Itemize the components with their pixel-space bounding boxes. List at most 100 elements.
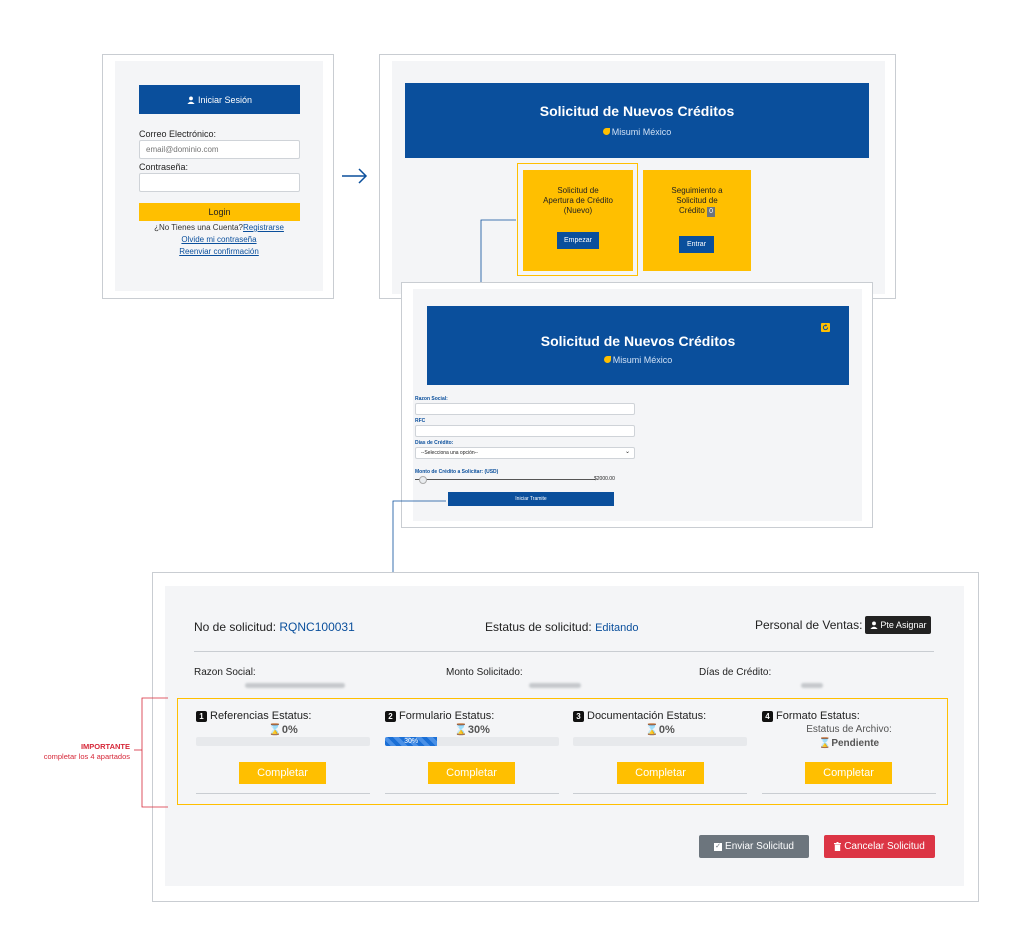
annotation-bracket (134, 697, 168, 808)
percent-value: 0% (281, 724, 298, 736)
percent-value: 30% (467, 724, 490, 736)
form-subtitle: Misumi México (612, 355, 673, 365)
solicitud-status: Estatus de solicitud: Editando (485, 620, 639, 634)
email-label: Correo Electrónico: (139, 129, 217, 139)
solicitud-number: No de solicitud: RQNC100031 (194, 620, 355, 634)
section-referencias-percent: ⌛0% (196, 723, 370, 736)
section-formato-status: ⌛Pendiente (762, 738, 936, 749)
monto-value: $2000.00 (594, 476, 615, 482)
selection-subtitle: Misumi México (611, 127, 672, 137)
password-label: Contraseña: (139, 162, 189, 172)
selection-title: Solicitud de Nuevos Créditos (539, 103, 735, 119)
section-formato-sub: Estatus de Archivo: (806, 724, 892, 735)
cancelar-solicitud-button[interactable]: Cancelar Solicitud (824, 835, 935, 858)
register-link[interactable]: Registrarse (243, 223, 284, 232)
cancelar-solicitud-label: Cancelar Solicitud (844, 841, 925, 852)
entrar-button[interactable]: Entrar (679, 236, 714, 253)
form-title: Solicitud de Nuevos Créditos (540, 333, 736, 349)
email-field[interactable] (139, 140, 300, 159)
dias-credito-selected: --Selecciona una opción-- (421, 450, 478, 456)
iniciar-tramite-button[interactable]: Iniciar Tramite (448, 492, 614, 506)
no-account-text: ¿No Tienes una Cuenta? (154, 223, 244, 232)
user-icon (187, 95, 195, 104)
completar-formulario-button[interactable]: Completar (428, 762, 515, 784)
flow-arrow-icon (342, 168, 368, 184)
progress-bar: 30% (385, 737, 559, 746)
important-annotation: IMPORTANTE completar los 4 apartados (18, 742, 130, 762)
divider (573, 793, 747, 794)
sales-person-label: Personal de Ventas: (755, 618, 863, 632)
apertura-card[interactable]: Solicitud de Apertura de Crédito (Nuevo)… (523, 170, 633, 271)
trash-icon (834, 842, 842, 851)
solicitud-number-value: RQNC100031 (279, 620, 355, 634)
status-panel: No de solicitud: RQNC100031 Estatus de s… (165, 586, 964, 886)
resend-confirmation-link[interactable]: Reenviar confirmación (179, 247, 259, 256)
section-number-badge: 4 (762, 710, 773, 722)
seguimiento-card-text: Seguimiento a Solicitud de Crédito 0 (663, 186, 731, 217)
section-number-badge: 3 (573, 710, 584, 722)
monto-label: Monto de Crédito a Solicitar: (USD) (415, 469, 499, 475)
status-screen-frame: No de solicitud: RQNC100031 Estatus de s… (152, 572, 979, 902)
dias-credito-label: Días de Crédito: (699, 667, 772, 678)
register-row: ¿No Tienes una Cuenta?Registrarse (127, 223, 311, 232)
percent-value: Pendiente (831, 738, 880, 749)
empezar-button[interactable]: Empezar (557, 232, 599, 249)
sales-person: Personal de Ventas: Pte Asignar (755, 616, 932, 634)
selection-subtitle-row: Misumi México (405, 127, 869, 137)
section-title-text: Formato Estatus: (776, 710, 860, 722)
chevron-down-icon: ⌄ (624, 449, 630, 455)
completar-referencias-button[interactable]: Completar (239, 762, 326, 784)
monto-slider[interactable] (415, 479, 595, 480)
annotation-title: IMPORTANTE (80, 742, 130, 751)
section-number-badge: 1 (196, 710, 207, 722)
razon-social-field[interactable] (415, 403, 635, 415)
login-panel: Iniciar Sesión Correo Electrónico: Contr… (115, 61, 323, 291)
refresh-icon[interactable] (821, 323, 830, 332)
hourglass-icon: ⌛ (454, 724, 468, 736)
seguimiento-card[interactable]: Seguimiento a Solicitud de Crédito 0 Ent… (643, 170, 751, 271)
rfc-field[interactable] (415, 425, 635, 437)
login-header-title: Iniciar Sesión (197, 94, 253, 105)
monto-slider-handle[interactable] (419, 476, 427, 484)
password-field[interactable] (139, 173, 300, 192)
divider (762, 793, 936, 794)
section-number-badge: 2 (385, 710, 396, 722)
enviar-solicitud-label: Enviar Solicitud (725, 841, 794, 852)
hourglass-icon: ⌛ (818, 738, 832, 749)
razon-social-label: Razon Social: (194, 667, 256, 678)
completar-documentacion-button[interactable]: Completar (617, 762, 704, 784)
login-screen-frame: Iniciar Sesión Correo Electrónico: Contr… (102, 54, 334, 299)
form-subtitle-row: Misumi México (427, 355, 849, 365)
hourglass-icon: ⌛ (268, 724, 282, 736)
misumi-logo-icon (603, 356, 611, 363)
percent-value: 0% (658, 724, 675, 736)
razon-social-label: Razon Social: (415, 396, 448, 402)
progress-bar (573, 737, 747, 746)
sales-person-badge: Pte Asignar (865, 616, 932, 634)
section-title-text: Documentación Estatus: (587, 710, 707, 722)
sections-highlight (177, 698, 948, 805)
divider (194, 651, 934, 652)
progress-bar (196, 737, 370, 746)
hourglass-icon: ⌛ (645, 724, 659, 736)
rfc-label: RFC (415, 418, 426, 424)
dias-credito-value-blurred (801, 683, 823, 688)
enviar-solicitud-button[interactable]: ✓ Enviar Solicitud (699, 835, 809, 858)
login-button[interactable]: Login (139, 203, 300, 221)
dias-credito-select[interactable]: --Selecciona una opción-- ⌄ (415, 447, 635, 459)
completar-formato-button[interactable]: Completar (805, 762, 892, 784)
selection-screen-frame: Solicitud de Nuevos Créditos Misumi Méxi… (379, 54, 896, 299)
monto-solicitado-value-blurred (529, 683, 581, 688)
misumi-logo-icon (602, 128, 610, 135)
dias-credito-label: Días de Crédito: (415, 440, 454, 446)
user-icon (870, 621, 879, 629)
forgot-password-link[interactable]: Olvide mi contraseña (181, 235, 257, 244)
login-header: Iniciar Sesión (139, 85, 300, 114)
divider (385, 793, 559, 794)
progress-bar-label: 30% (404, 738, 419, 745)
solicitud-status-value: Editando (595, 622, 639, 634)
section-documentacion-percent: ⌛0% (573, 723, 747, 736)
section-title-text: Formulario Estatus: (399, 710, 495, 722)
